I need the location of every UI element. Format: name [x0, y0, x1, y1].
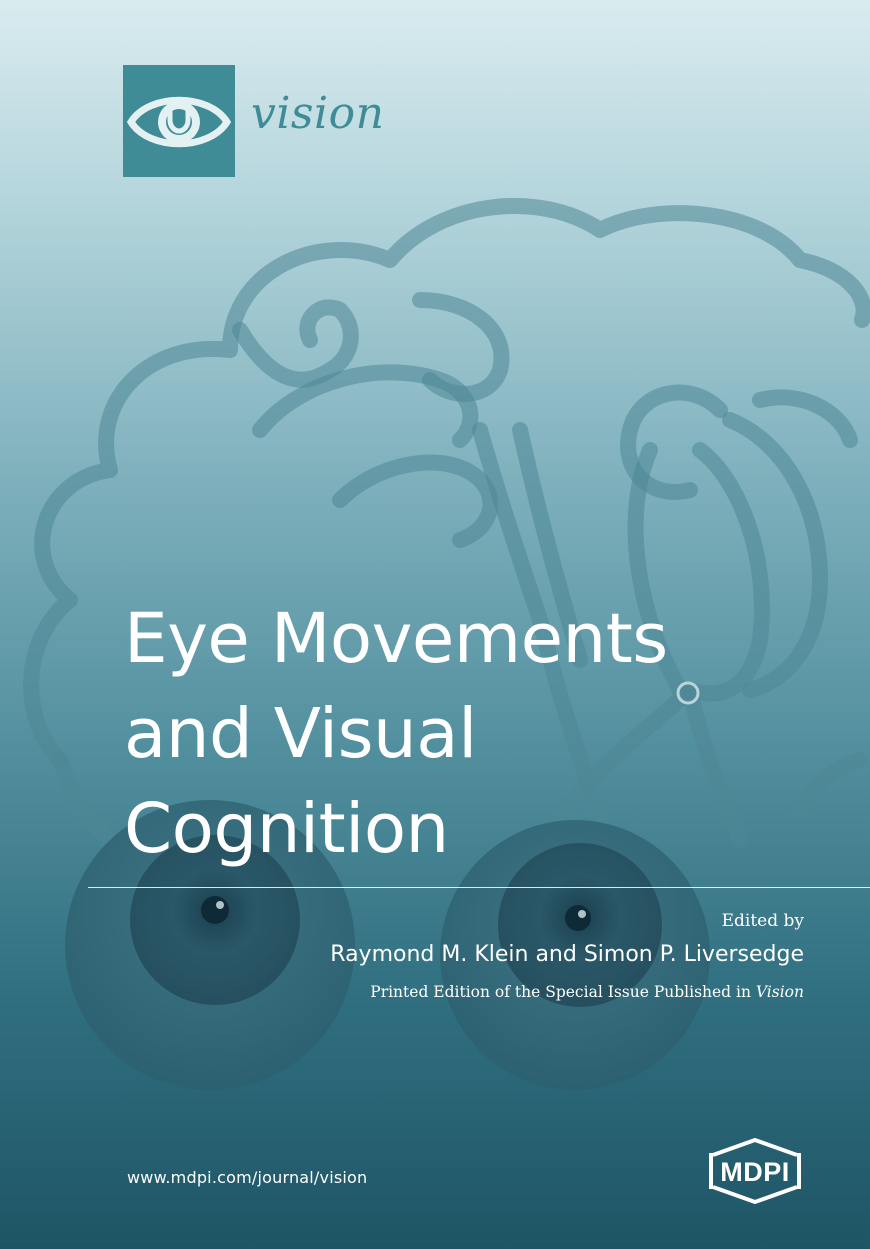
- title-line-1: Eye Movements: [124, 599, 668, 679]
- mdpi-logo-text: MDPI: [720, 1157, 790, 1187]
- journal-url[interactable]: www.mdpi.com/journal/vision: [127, 1168, 368, 1187]
- printed-edition-journal: Vision: [755, 983, 804, 1001]
- eye-icon: [126, 96, 232, 148]
- printed-edition-text: Printed Edition of the Special Issue Pub…: [370, 983, 756, 1001]
- editors-names: Raymond M. Klein and Simon P. Liversedge: [330, 942, 804, 967]
- journal-logo[interactable]: [123, 65, 235, 177]
- mdpi-hexagon-logo[interactable]: MDPI: [703, 1137, 807, 1205]
- left-eyeball: [65, 800, 355, 1090]
- edited-by-label: Edited by: [721, 911, 804, 931]
- journal-name: vision: [251, 88, 385, 139]
- title-line-3: Cognition: [124, 789, 449, 869]
- book-title: Eye Movements and Visual Cognition: [124, 592, 844, 877]
- title-line-2: and Visual: [124, 694, 477, 774]
- title-divider: [88, 887, 870, 888]
- printed-edition-note: Printed Edition of the Special Issue Pub…: [370, 983, 804, 1001]
